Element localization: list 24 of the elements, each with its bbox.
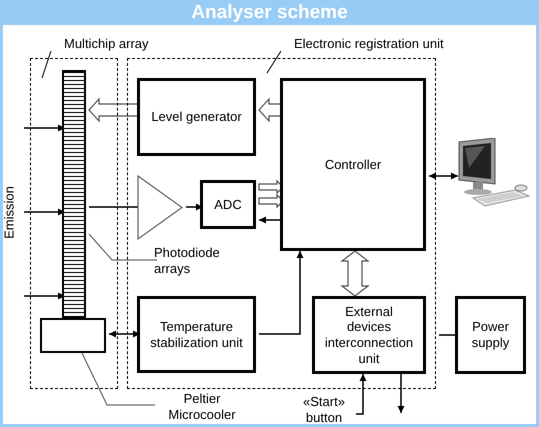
callout-text: Peltier Microcooler bbox=[152, 390, 252, 424]
title: Analyser scheme bbox=[3, 0, 536, 25]
photodiode-strip bbox=[62, 70, 86, 319]
unit-box: Level generator bbox=[137, 78, 256, 156]
cooler-block bbox=[40, 318, 106, 353]
group-heading: Electronic registration unit bbox=[294, 36, 444, 51]
connector-line bbox=[89, 206, 140, 208]
unit-box: Temperature stabilization unit bbox=[137, 296, 256, 373]
unit-box: External devices interconnection unit bbox=[312, 296, 426, 374]
unit-box: ADC bbox=[200, 180, 256, 229]
arrow bbox=[429, 172, 458, 180]
arrow bbox=[356, 374, 366, 415]
side-label: Emission bbox=[3, 185, 16, 241]
callout-text: Photodiode arrays bbox=[154, 243, 259, 279]
block-arrow bbox=[340, 250, 370, 297]
arrow bbox=[259, 251, 304, 335]
unit-box: Controller bbox=[280, 78, 426, 251]
unit-box: Power supply bbox=[455, 296, 526, 374]
arrow bbox=[398, 374, 404, 413]
group-heading: Multichip array bbox=[64, 36, 149, 51]
leader-line bbox=[82, 352, 156, 406]
leader-line bbox=[88, 234, 158, 260]
callout-text: «Start» button bbox=[295, 394, 353, 424]
amplifier-triangle bbox=[137, 175, 183, 240]
